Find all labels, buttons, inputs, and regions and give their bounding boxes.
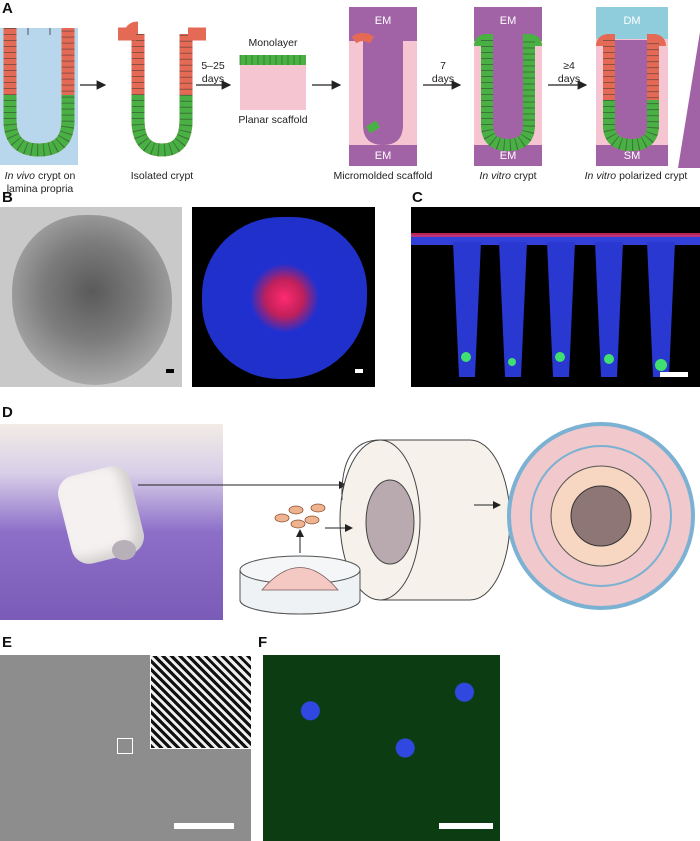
scale-bar-b2 (355, 369, 363, 373)
panel-label-c: C (412, 189, 423, 206)
confocal-micrograph (263, 655, 500, 841)
em-label-top-1: EM (374, 15, 392, 27)
stage4-caption: Micromolded scaffold (333, 170, 433, 182)
sm-region (596, 145, 668, 166)
culture-dish (239, 555, 361, 615)
crypt-columns (411, 233, 700, 377)
inset-source-box (117, 738, 133, 754)
scale-bar-c (660, 372, 688, 377)
sem-inset (150, 655, 251, 749)
monolayer (240, 55, 306, 65)
scaffold-photo (0, 424, 223, 620)
panel-label-d: D (2, 404, 13, 421)
em-label-bottom-2: EM (499, 150, 517, 162)
stage2-caption: Isolated crypt (130, 170, 194, 182)
stage5-caption: In vitro crypt (479, 170, 537, 182)
crypt-in-vivo (3, 28, 75, 157)
brightfield-micrograph (0, 207, 182, 387)
sem-micrograph (0, 655, 251, 841)
panel-a-schematic (0, 7, 700, 168)
panel-label-f: F (258, 634, 268, 651)
em-bottom-2 (474, 145, 542, 166)
scale-bar-b1 (166, 369, 174, 373)
crypt-polarized (596, 33, 666, 152)
panel-label-a: A (2, 0, 13, 17)
tube-lumen (112, 540, 136, 560)
sm-label: SM (623, 150, 641, 162)
planar-scaffold (240, 62, 306, 110)
gradient-wedge (678, 32, 700, 168)
scale-bar-e (174, 823, 234, 829)
panel-label-b: B (2, 189, 13, 206)
stage6-caption: In vitro polarized crypt (584, 170, 688, 182)
panel-d-schematic (138, 422, 695, 615)
dm-region (596, 7, 668, 39)
dm-label: DM (623, 15, 641, 27)
em-label-top-2: EM (499, 15, 517, 27)
cell-cluster (274, 503, 326, 529)
fluorescent-micrograph-b (192, 207, 375, 387)
monolayer-label: Monolayer (248, 37, 298, 49)
well-1 (363, 40, 403, 145)
planar-scaffold-label: Planar scaffold (238, 114, 308, 126)
cylinder-scaffold (339, 439, 511, 601)
em-bottom-1 (349, 145, 417, 166)
isolated-crypt (118, 21, 206, 157)
vessel-cross-section (507, 422, 695, 610)
fluorescent-crypts-c (411, 207, 700, 387)
panel-label-e: E (2, 634, 13, 651)
em-label-bottom-1: EM (374, 150, 392, 162)
crypt-in-vitro (474, 33, 542, 152)
scale-bar-f (439, 823, 493, 829)
